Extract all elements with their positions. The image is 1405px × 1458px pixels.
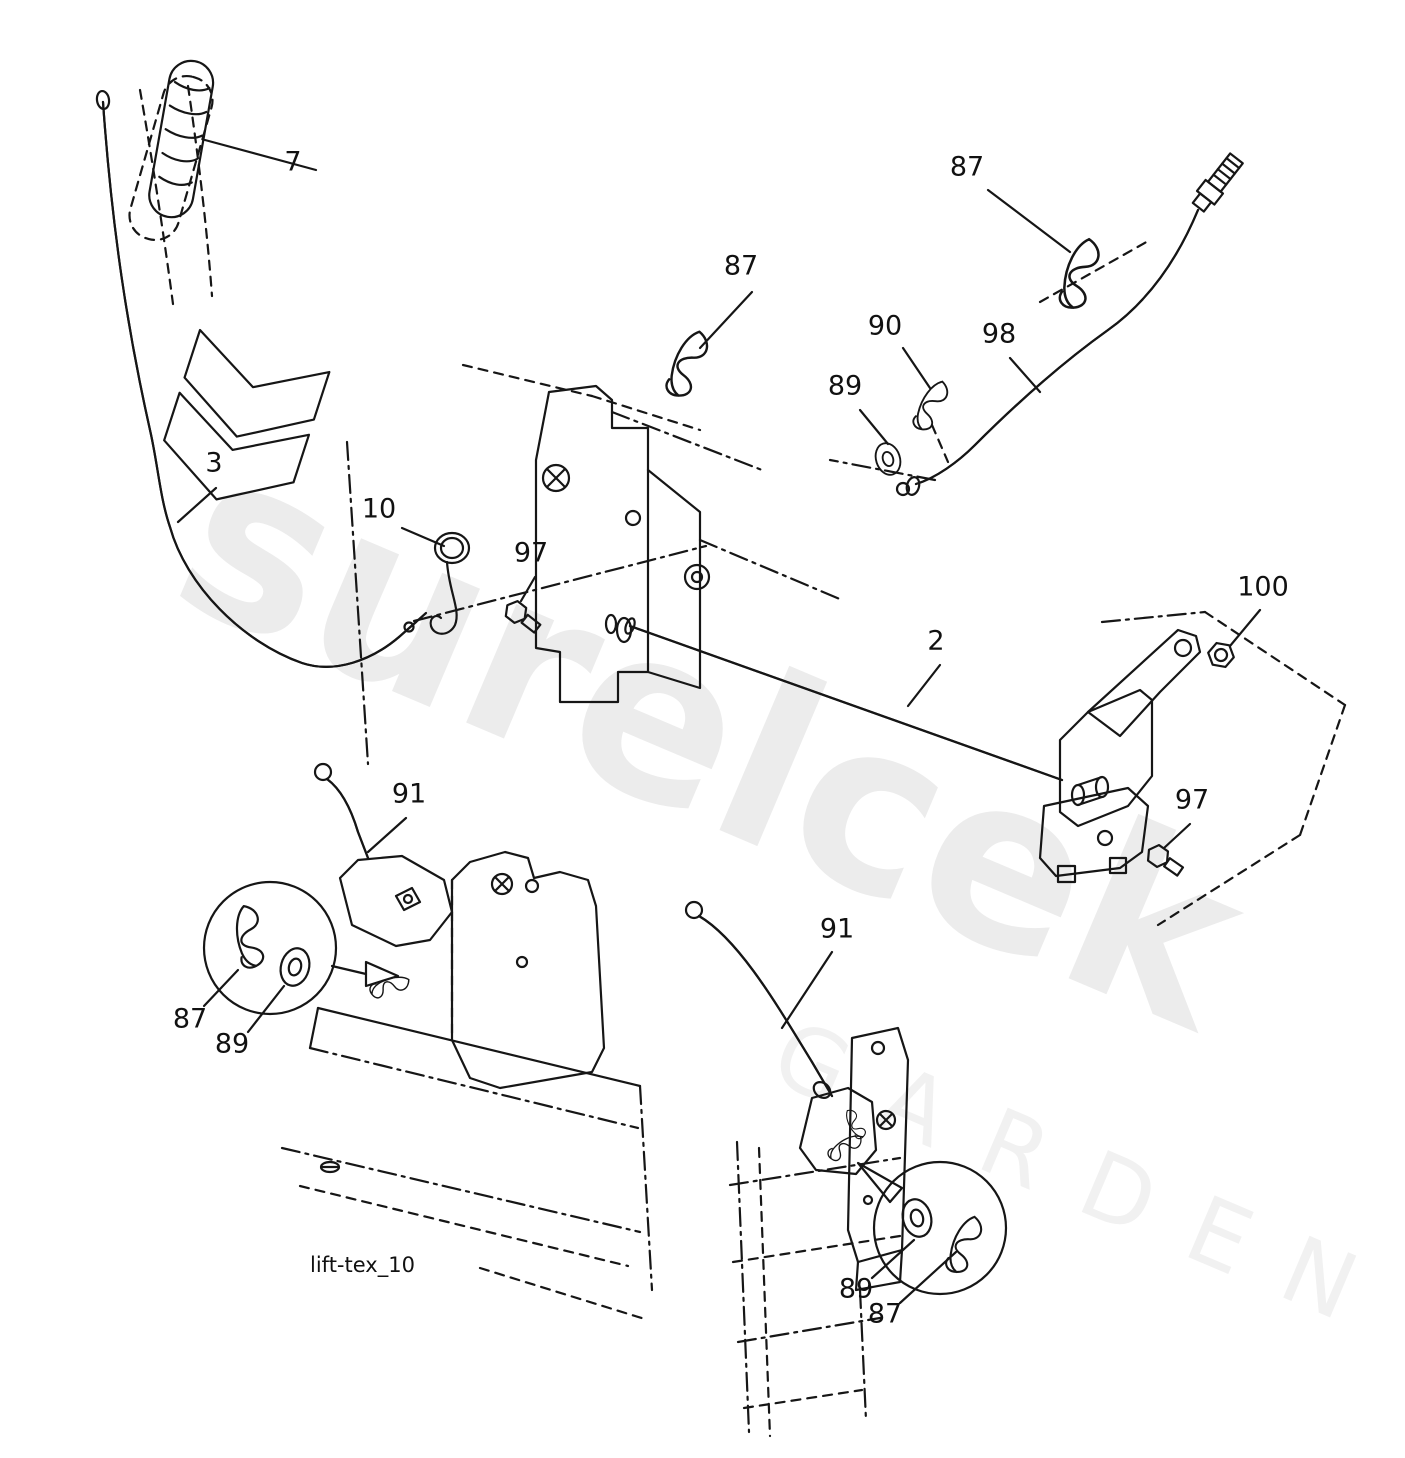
lift-cable-rod xyxy=(828,152,1244,497)
watermark-logo-icon xyxy=(163,328,331,501)
part-label-98: 98 xyxy=(981,318,1017,350)
lift-handle-grip xyxy=(128,59,215,306)
part-label-3: 3 xyxy=(205,447,223,479)
hairpin-clip-on-right-link-2 xyxy=(841,1107,869,1141)
part-label-91-left: 91 xyxy=(391,778,427,810)
part-label-97-right: 97 xyxy=(1174,784,1210,816)
leader-lines xyxy=(176,138,1262,1305)
assembly-axis-lines xyxy=(345,363,844,766)
part-label-97-left: 97 xyxy=(513,537,549,569)
lift-shaft xyxy=(624,617,1064,782)
torsion-spring xyxy=(429,531,471,635)
chassis-dashed-outline-right xyxy=(1100,610,1347,927)
part-label-10: 10 xyxy=(361,493,397,525)
part-label-100: 100 xyxy=(1237,571,1289,603)
right-shaft-bracket xyxy=(1038,628,1202,884)
part-label-89-top: 89 xyxy=(827,370,863,402)
part-label-7: 7 xyxy=(284,146,302,178)
left-lift-link xyxy=(313,762,454,948)
left-deck-outline xyxy=(280,1006,654,1322)
left-detail-callout xyxy=(202,880,400,1016)
part-label-90: 90 xyxy=(867,310,903,342)
part-label-89-detail-left: 89 xyxy=(214,1028,250,1060)
part-label-2: 2 xyxy=(927,625,945,657)
lift-lever-rod xyxy=(95,89,428,668)
part-label-89-bottom: 89 xyxy=(838,1273,874,1305)
hairpin-clip-87-center xyxy=(662,326,713,402)
right-detail-callout xyxy=(856,1160,1008,1296)
right-deck-outline xyxy=(728,1140,902,1438)
part-label-87-center: 87 xyxy=(723,250,759,282)
hairpin-clip-on-left-link xyxy=(367,971,413,1002)
part-label-87-topright: 87 xyxy=(949,151,985,183)
left-deck-bracket-plate xyxy=(450,850,606,1090)
right-lift-link xyxy=(684,900,878,1176)
part-label-87-detail-left: 87 xyxy=(172,1003,208,1035)
center-mounting-bracket xyxy=(534,384,711,704)
drawing-code-caption: lift-tex_10 xyxy=(310,1253,415,1277)
retainer-clip-90 xyxy=(910,376,953,435)
part-label-91-right: 91 xyxy=(819,913,855,945)
part-label-87-bottom: 87 xyxy=(867,1298,903,1330)
